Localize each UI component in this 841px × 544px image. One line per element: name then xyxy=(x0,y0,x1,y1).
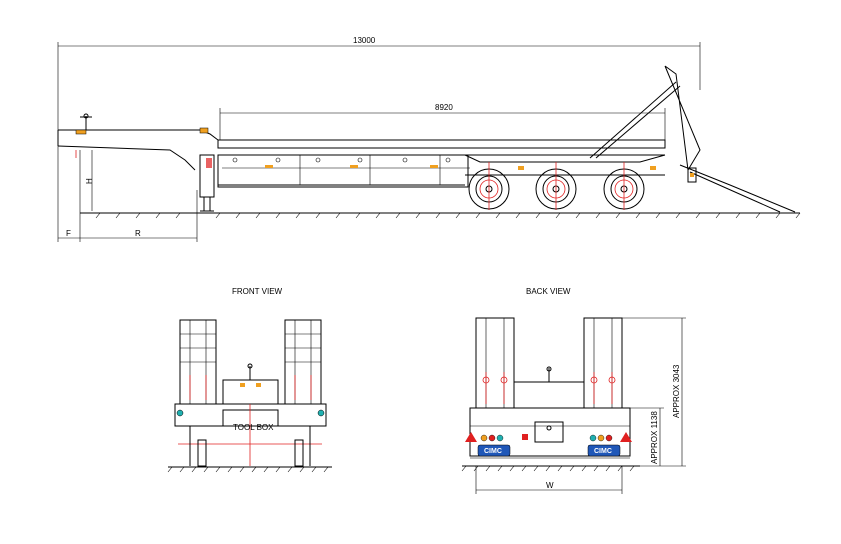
deck-height-label: APPROX 1138 xyxy=(650,411,659,464)
front-view: FRONT VIEW xyxy=(167,287,332,473)
front-kingpin-icon xyxy=(247,363,253,369)
width-label: W xyxy=(546,481,554,490)
front-ground xyxy=(167,466,332,473)
wheel-3 xyxy=(603,162,645,210)
front-view-title: FRONT VIEW xyxy=(232,287,283,296)
toolbox: TOOL BOX xyxy=(233,423,274,432)
brand-left-label: CIMC xyxy=(484,448,502,455)
deck-length-dimension: 8920 xyxy=(219,103,666,140)
deck-length-label: 8920 xyxy=(435,103,453,112)
rear-ramp xyxy=(589,65,796,213)
back-ground xyxy=(461,465,640,472)
front-left-ramp xyxy=(179,319,217,405)
overall-length-dimension: 13000 xyxy=(57,36,701,130)
brand-plate-left: CIMC xyxy=(477,444,511,457)
back-right-ramp xyxy=(583,317,623,409)
brand-right-label: CIMC xyxy=(594,448,612,455)
wheel-1 xyxy=(468,162,510,210)
back-kingpin-icon xyxy=(546,366,552,372)
height-dimension: H xyxy=(85,150,94,211)
back-view-title: BACK VIEW xyxy=(526,287,571,296)
height-label: H xyxy=(85,178,94,184)
main-deck xyxy=(217,139,666,188)
kingpin-handle-icon xyxy=(83,113,89,119)
back-left-ramp xyxy=(475,317,515,409)
toolbox-label: TOOL BOX xyxy=(233,423,274,432)
front-overhang-dimension: F xyxy=(57,146,81,242)
total-height-label: APPROX 3043 xyxy=(672,364,681,418)
side-view: 13000 8920 xyxy=(57,36,801,242)
ground-line xyxy=(80,212,801,219)
front-chassis xyxy=(174,403,327,467)
width-dimension: W xyxy=(475,466,623,494)
landing-leg xyxy=(199,154,215,212)
back-chassis xyxy=(469,407,631,459)
gooseneck xyxy=(57,113,219,171)
total-height-dimension: APPROX 3043 xyxy=(622,317,686,467)
rear-lamps xyxy=(465,432,632,442)
front-right-ramp xyxy=(284,319,322,405)
back-center-panel xyxy=(513,366,585,443)
wheel-2 xyxy=(535,162,577,210)
back-view: BACK VIEW xyxy=(461,287,686,494)
deck-height-dimension: APPROX 1138 xyxy=(630,407,664,466)
brand-plate-right: CIMC xyxy=(587,444,621,457)
overall-length-label: 13000 xyxy=(353,36,376,45)
kingpin-to-leg-dimension: R xyxy=(80,190,198,242)
kingpin-to-leg-label: R xyxy=(135,229,141,238)
front-overhang-label: F xyxy=(66,229,71,238)
front-gooseneck xyxy=(222,363,279,405)
